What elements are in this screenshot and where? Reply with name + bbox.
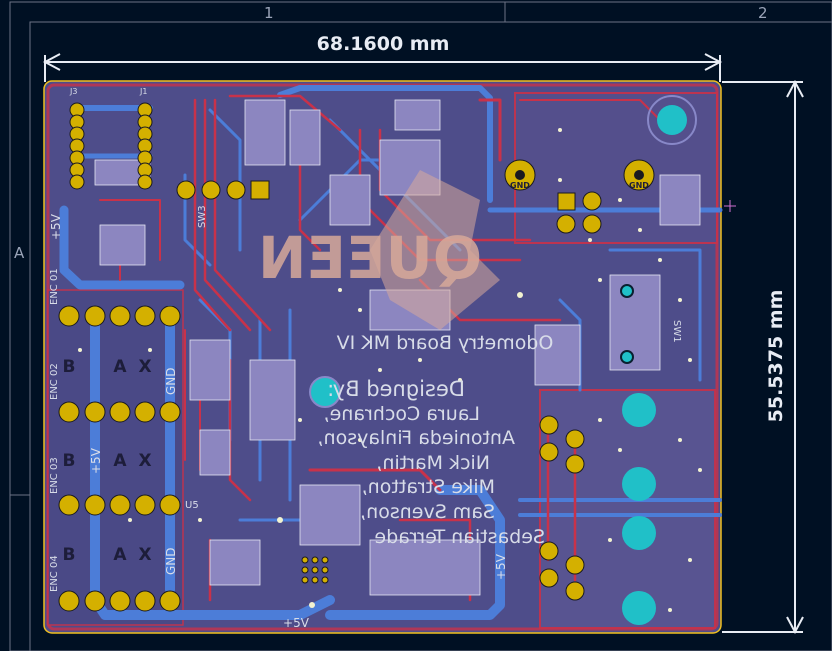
credits-heading: Designed By:	[327, 377, 465, 401]
enc-pin-x-1: X	[138, 357, 151, 377]
enc-pin-x-2: X	[138, 451, 151, 471]
plus5v-label-mid: +5V	[89, 447, 103, 474]
plus5v-label-bottom: +5V	[283, 616, 310, 630]
pad-drills	[515, 170, 644, 180]
gnd-label-upper: GND	[164, 367, 178, 395]
enc-label-2: ENC 02	[49, 363, 60, 400]
power-pad-gnd-left: GND	[510, 181, 530, 190]
drawing-frame: 1 2 A	[9, 1, 832, 651]
enc-pin-a-2: A	[113, 451, 127, 471]
silkscreen-labels: +5V +5V +5V +5V GND GND B A X B A X B A …	[49, 87, 682, 630]
width-dimension: 68.1600 mm	[42, 33, 723, 82]
plus5v-label-right: +5V	[494, 553, 508, 580]
width-dimension-label: 68.1600 mm	[317, 33, 450, 55]
enc-pin-b-3: B	[63, 545, 76, 565]
enc-pin-a-1: A	[113, 357, 127, 377]
j1-label: J1	[139, 87, 147, 96]
sw3-label: SW3	[197, 205, 208, 228]
sw1-label: SW1	[671, 320, 682, 343]
height-dimension-label: 55.5375 mm	[765, 290, 787, 423]
credit-line-2: Antonieda Finlayson,	[317, 427, 515, 449]
j3-label: J3	[69, 87, 77, 96]
board-title: Odometry Board MK IV	[337, 332, 554, 354]
enc-label-3: ENC 03	[49, 457, 60, 494]
frame-row-label-a: A	[14, 244, 25, 262]
logo-text: QUEEN	[258, 224, 482, 292]
enc-pin-a-3: A	[113, 545, 127, 565]
enc-label-4: ENC 04	[49, 555, 60, 592]
gnd-label-lower: GND	[164, 547, 178, 575]
frame-column-label-2: 2	[758, 4, 768, 22]
through-hole-pads	[58, 102, 655, 612]
enc-pin-b-1: B	[63, 357, 76, 377]
u5-label: U5	[185, 500, 199, 511]
credit-line-3: Nick Martin,	[376, 452, 490, 474]
plus5v-label-top: +5V	[49, 213, 63, 240]
power-pad-gnd-right: GND	[629, 181, 649, 190]
credit-line-6: Sebastian Terrade	[374, 526, 545, 548]
queens-logo: QUEEN	[258, 170, 500, 330]
enc-pin-b-2: B	[63, 451, 76, 471]
credit-line-4: Mike Stratton,	[362, 476, 495, 498]
vias	[78, 128, 702, 612]
origin-marker	[724, 200, 736, 212]
enc-label-1: ENC 01	[49, 268, 60, 305]
enc-pin-x-3: X	[138, 545, 151, 565]
credit-line-5: Sam Svenson,	[360, 501, 495, 523]
credit-line-1: Laura Cochrane,	[324, 403, 480, 425]
back-silkscreen: Odometry Board MK IV Designed By: Laura …	[317, 332, 553, 548]
height-dimension: 55.5375 mm	[722, 79, 804, 635]
mounting-holes	[309, 95, 697, 625]
frame-column-label-1: 1	[264, 4, 274, 22]
